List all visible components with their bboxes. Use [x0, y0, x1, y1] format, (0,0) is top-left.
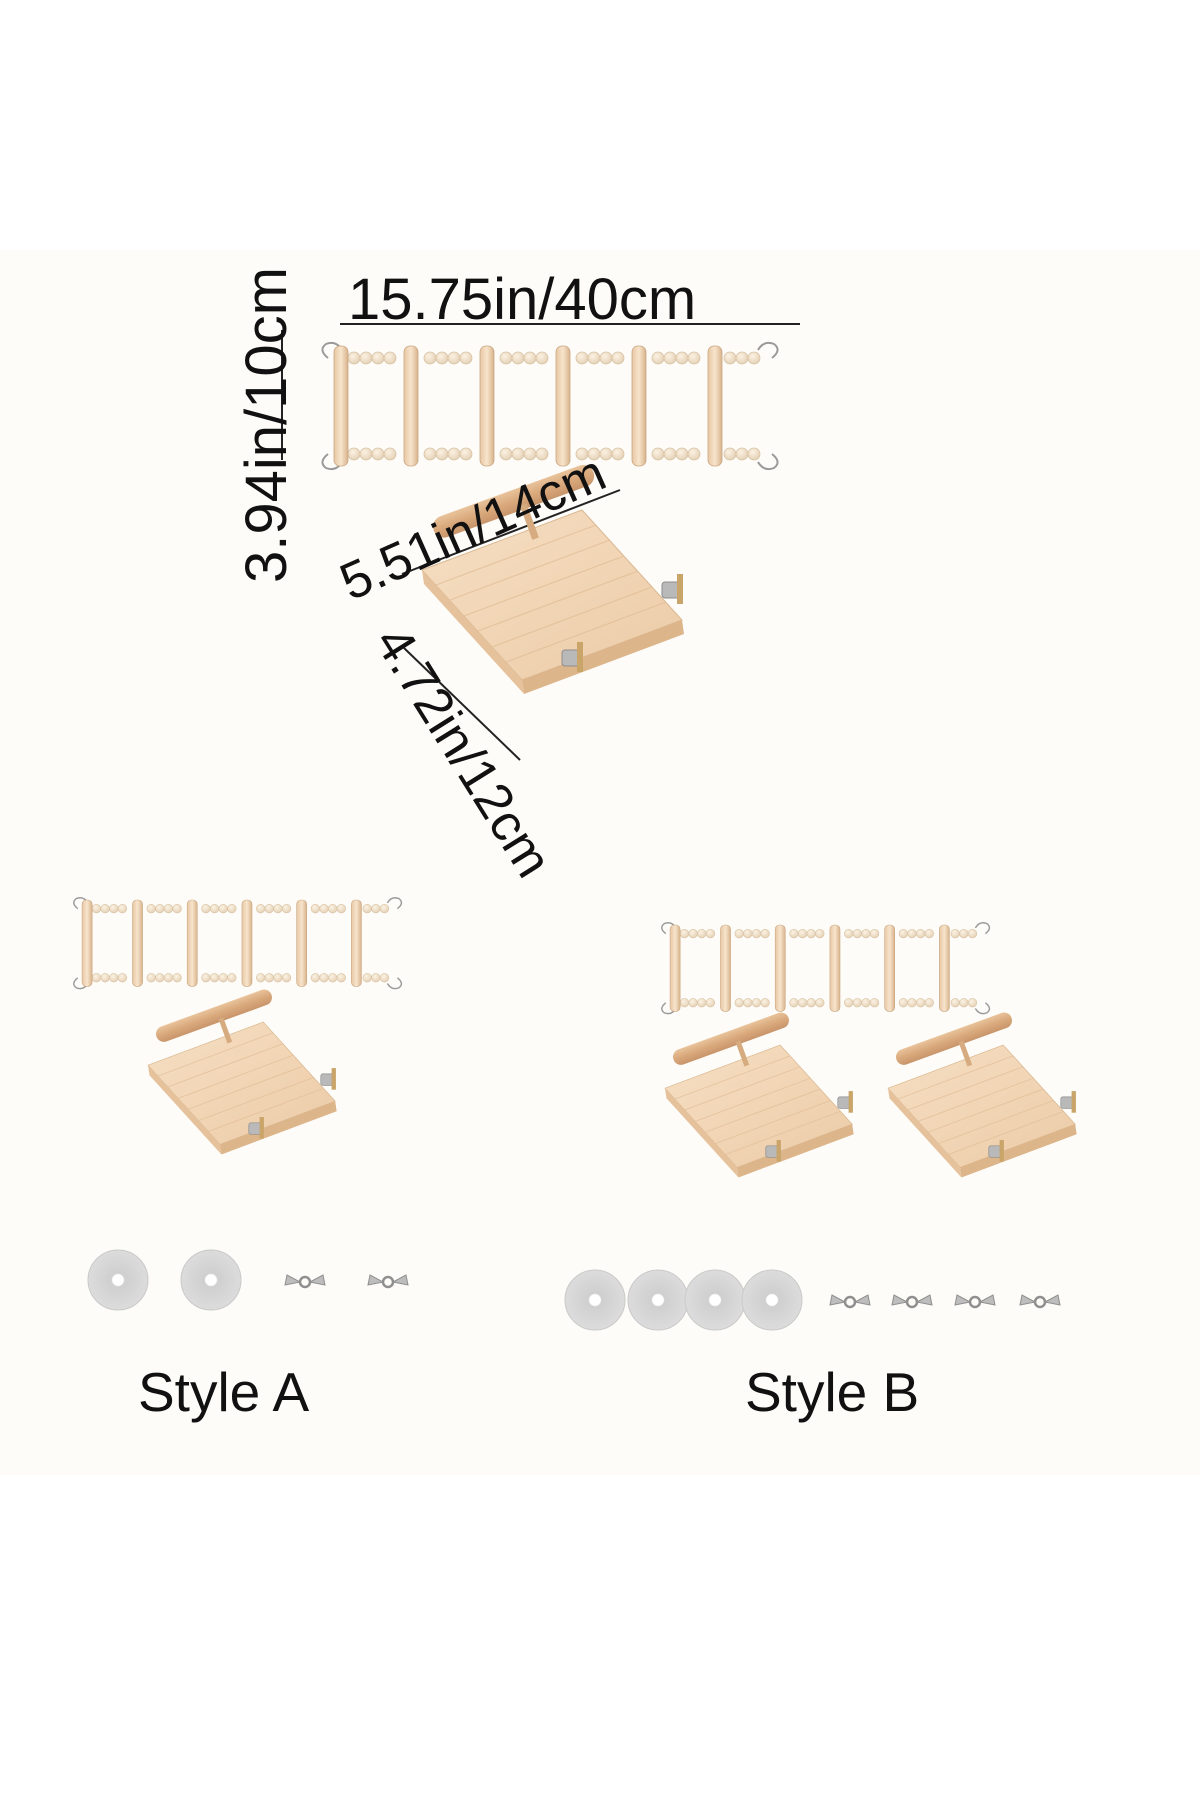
style-a-ladder [73, 897, 403, 990]
style-a-wingnuts [283, 1273, 410, 1289]
length-dimension-line [403, 647, 521, 761]
depth-dimension-line [401, 489, 621, 575]
style-b-ladder [661, 922, 991, 1015]
width-label: 15.75in/40cm [348, 267, 697, 332]
style-a-washers [87, 1249, 242, 1311]
style-b-label: Style B [745, 1361, 920, 1423]
style-b-washers [564, 1269, 803, 1331]
style-b-wingnuts [828, 1293, 1062, 1309]
ladder-main [321, 341, 779, 471]
height-label: 3.94in/10cm [234, 267, 299, 583]
style-b-platform-1 [664, 1009, 855, 1178]
style-a-platform [147, 986, 338, 1155]
style-a-label: Style A [138, 1361, 310, 1423]
style-b-platform-2 [887, 1009, 1078, 1178]
